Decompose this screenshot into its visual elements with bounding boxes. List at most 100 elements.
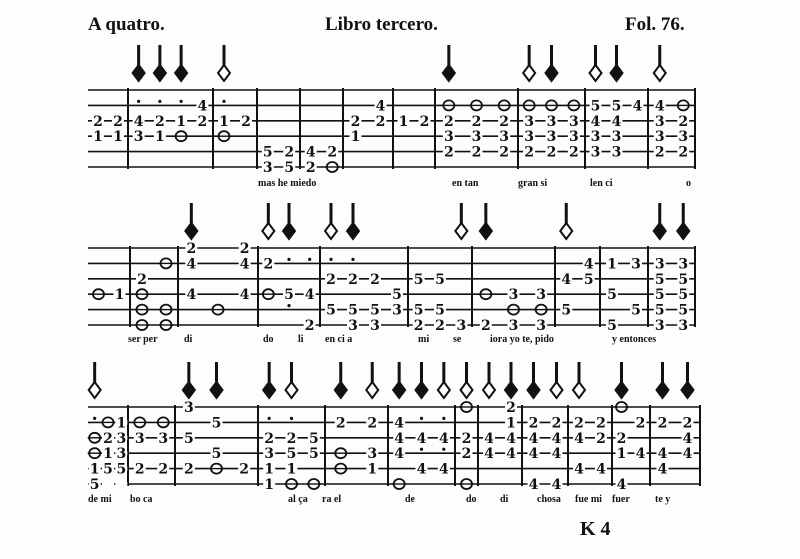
tab-cipher: 3 [655, 114, 665, 130]
tab-cipher: 5 [184, 431, 194, 447]
tab-cipher-bg [304, 165, 317, 169]
tab-cipher-bg [653, 103, 666, 108]
filled-rhythm-flag-icon [676, 221, 691, 241]
tab-cipher-bg [653, 292, 666, 297]
tab-cipher: 4 [506, 446, 516, 462]
tab-cipher-bg [366, 466, 379, 471]
tab-cipher-bg [681, 435, 694, 440]
lyric-syllables: al ça [288, 494, 308, 505]
tab-cipher-bg [157, 435, 170, 440]
tab-cipher: 5 [414, 272, 424, 288]
tab-dot [93, 416, 97, 420]
tab-cipher-bg [535, 292, 548, 297]
tab-dot [287, 257, 291, 261]
tab-cipher-bg [102, 466, 114, 471]
tab-cipher: 2 [370, 272, 380, 288]
tab-cipher: 4 [394, 446, 404, 462]
tab-cipher-bg [589, 118, 602, 123]
lyric-syllables: iora yo te, pido [490, 334, 554, 345]
filled-rhythm-flag-icon [655, 380, 670, 400]
tab-cipher-bg [393, 451, 406, 456]
filled-rhythm-flag-icon [544, 63, 559, 83]
tab-cipher: 3 [678, 129, 688, 145]
lyric-syllables: fue mi [575, 494, 602, 505]
tab-cipher-bg [412, 307, 425, 312]
tab-cipher-bg [262, 261, 275, 266]
hollow-rhythm-flag-icon [521, 63, 537, 83]
header-center: Libro tercero. [325, 14, 438, 35]
tab-cipher: 1 [176, 114, 186, 130]
tab-cipher-bg [196, 118, 209, 123]
tab-cipher-bg [115, 435, 128, 440]
tab-cipher: 1 [617, 446, 627, 462]
tab-cipher: 2 [574, 415, 584, 431]
lyric-syllables: te y [655, 494, 671, 505]
tab-dot [289, 416, 294, 420]
tab-cipher: 4 [439, 431, 449, 447]
lyric-syllables: mas he miedo [258, 178, 317, 189]
tab-dot [158, 99, 162, 103]
tab-cipher-bg [210, 420, 223, 425]
tab-cipher-bg [677, 261, 690, 266]
tab-cipher: 2 [287, 431, 297, 447]
tab-cipher-bg [550, 435, 563, 440]
tab-dot [308, 257, 312, 261]
tab-cipher: 3 [569, 114, 579, 130]
tab-cipher: 5 [612, 98, 622, 114]
tab-cipher: 1 [607, 256, 617, 272]
tab-cipher-bg [88, 466, 101, 471]
tab-dot [419, 416, 424, 420]
tab-cipher-bg [115, 451, 128, 456]
tab-cipher-bg [460, 435, 473, 440]
tab-cipher: 5 [263, 145, 273, 161]
tab-cipher: 2 [155, 114, 165, 130]
tab-cipher-bg [326, 149, 339, 154]
tab-cipher-bg [325, 276, 337, 281]
tab-cipher: 2 [186, 241, 196, 257]
tab-cipher-bg [527, 420, 540, 425]
tab-dot [287, 304, 291, 308]
lyric-syllables: di [500, 494, 509, 505]
tab-cipher: 4 [633, 98, 643, 114]
tab-cipher: 2 [414, 318, 424, 334]
tab-cipher-bg [283, 149, 296, 154]
tab-cipher: 2 [376, 114, 386, 130]
tab-cipher: 2 [472, 145, 482, 161]
tab-cipher: 1 [115, 287, 125, 303]
tab-cipher-bg [545, 118, 558, 123]
filled-rhythm-flag-icon [333, 380, 348, 400]
tab-cipher: 4 [617, 477, 627, 493]
tab-cipher: 5 [348, 303, 358, 319]
tab-cipher-bg [307, 451, 320, 456]
tab-cipher-bg [349, 118, 362, 123]
tab-cipher: 5 [309, 431, 319, 447]
tab-cipher: 2 [547, 145, 557, 161]
lyric-syllables: bo ca [130, 494, 153, 505]
tab-cipher: 5 [435, 272, 445, 288]
tab-cipher-bg [653, 307, 666, 312]
lyric-syllables: do [263, 334, 274, 345]
tab-cipher: 5 [435, 303, 445, 319]
tab-cipher: 2 [596, 415, 606, 431]
tab-cipher: 3 [591, 129, 601, 145]
lyric-syllables: de [405, 494, 415, 505]
tab-cipher: 3 [509, 287, 519, 303]
tab-cipher-bg [681, 451, 694, 456]
tab-dot [267, 416, 271, 420]
tab-cipher: 3 [456, 318, 466, 334]
header-folio: Fol. 76. [625, 14, 685, 35]
tab-cipher-bg [483, 451, 495, 456]
tab-cipher: 3 [264, 446, 274, 462]
tab-cipher-bg [366, 420, 379, 425]
tab-cipher-bg [218, 118, 230, 123]
tab-cipher: 1 [155, 129, 165, 145]
tab-cipher: 5 [655, 303, 665, 319]
tab-cipher: 4 [683, 446, 693, 462]
tab-cipher: 2 [524, 145, 534, 161]
tab-cipher-bg [283, 292, 295, 297]
tab-cipher-bg [470, 118, 483, 123]
tab-cipher: 4 [394, 415, 404, 431]
tab-cipher: 1 [90, 462, 100, 478]
hollow-rhythm-flag-icon [571, 380, 587, 400]
tab-cipher-bg [606, 292, 618, 297]
